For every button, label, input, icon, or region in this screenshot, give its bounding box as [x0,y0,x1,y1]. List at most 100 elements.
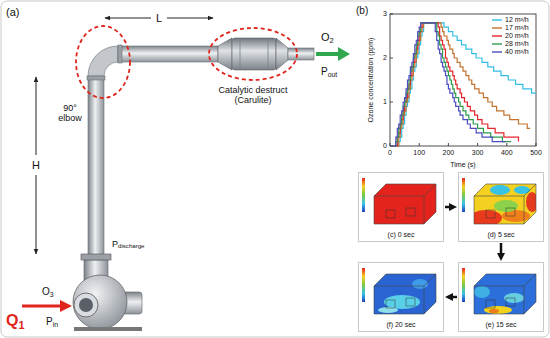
converter-band [268,38,269,70]
pressure-label: Pout [321,66,337,79]
tick-label: 0 [383,142,387,150]
snapshot-caption: (e) 15 sec [483,320,518,331]
highlight-ellipse [209,28,297,80]
tick-mark [448,143,449,146]
dimension-line [105,18,151,19]
outlet-pipe [288,48,314,60]
dimension-line [167,18,213,19]
subscript: 3 [50,291,54,298]
tick-label: 300 [472,149,484,157]
inlet-arrow [22,305,62,308]
tick-mark [390,102,393,103]
gas-label: O3 [42,286,54,299]
tick-mark [419,143,420,146]
tick-mark [390,58,393,59]
highlight-ellipse [76,26,130,98]
data-series [390,23,536,146]
tick-label: 400 [501,149,513,157]
plot-frame [390,14,536,146]
dimension-label: L [156,12,162,25]
subscript: out [328,71,337,78]
concentration-field [489,309,499,313]
concentration-field [490,185,510,195]
concentration-field [458,172,548,232]
data-series [390,23,511,146]
subscript: discharge [118,242,145,249]
room-outline [374,274,436,314]
blower-base [74,327,142,331]
concentration-field [384,295,420,309]
axis-title: Ozone concentration (ppm) [367,38,375,123]
room-outline [474,184,536,224]
elbow-pipe [88,46,118,76]
tick-label: 0 [388,149,392,157]
color-bar [362,178,365,212]
concentration-field [484,306,512,314]
blower-inlet [74,293,98,317]
legend-line [492,19,502,20]
pipe-joint [87,76,105,80]
legend-line [492,43,502,44]
dimension-line [36,18,213,254]
legend-line [492,27,502,28]
subscript: 2 [330,36,334,45]
flow-arrow [500,243,503,255]
pipe-joint [118,45,122,63]
snapshot-caption: (f) 20 sec [384,320,417,331]
component-label: Catalytic destruct (Carulite) [207,85,299,106]
snapshot-panel: (f) 20 sec [358,262,444,332]
cfd-snapshot [458,172,548,232]
tick-mark [477,143,478,146]
blower [22,254,142,331]
tick-label: 2 [383,54,387,62]
room-outline [474,274,536,314]
room-object [406,298,415,306]
cfd-snapshot [358,172,448,232]
color-bar [362,268,365,302]
converter-cone [218,38,232,70]
snapshot-panel: (d) 5 sec [458,172,544,242]
flow-arrow [451,296,457,299]
snapshot-caption: (c) 0 sec [386,230,417,241]
tick-label: 1 [383,98,387,106]
tick-mark [506,143,507,146]
dimension-line [36,175,37,254]
outlet-arrow [316,52,340,56]
cfd-snapshot [358,262,448,322]
converter-band [240,38,241,70]
volute-casing [73,275,127,329]
tick-label: 200 [443,149,455,157]
room-object [386,300,395,308]
legend-line [492,35,502,36]
legend-text: 17 m³/h [505,24,529,32]
gas-label: O2 [321,31,334,46]
concentration-field [474,286,490,298]
flange [81,254,111,260]
legend-text: 12 m³/h [505,16,529,24]
concentration-field [458,262,548,322]
pressure-label: Pdischarge [112,239,145,250]
horizontal-pipe [118,46,218,62]
tick-label: 3 [383,10,387,18]
tick-label: 500 [530,149,542,157]
snapshot-panel: (c) 0 sec [358,172,444,242]
panel-label: (a) [6,6,19,19]
data-series [390,23,505,146]
outlet-arrow [338,47,350,61]
legend-text: 20 m³/h [505,32,529,40]
blower-inlet [79,298,93,312]
room-object [406,208,415,216]
cfd-snapshot [458,262,548,322]
dimension-line [36,77,37,155]
panel-label: (b) [356,5,368,17]
axis-title: Time (s) [450,161,475,169]
legend-text: 40 m³/h [505,48,529,56]
pressure-label: Pin [46,316,58,329]
concentration-field [358,172,448,232]
concentration-field [358,262,448,322]
catalytic-converter [232,38,276,70]
legend-line [492,51,502,52]
flow-label: Q1 [6,312,25,332]
